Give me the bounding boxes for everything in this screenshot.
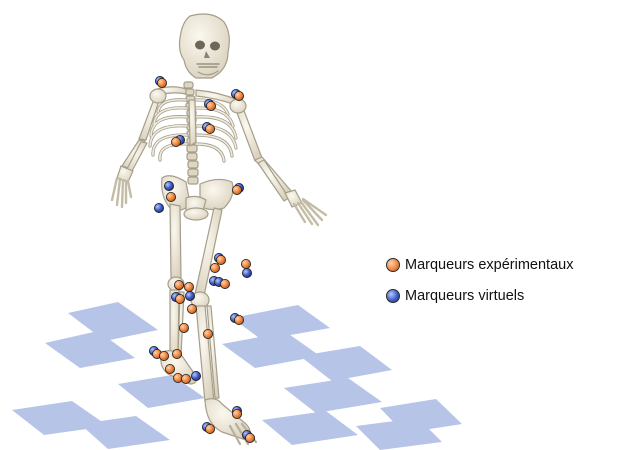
marker-pair: [165, 364, 174, 373]
floor-tile: [300, 346, 392, 381]
legend-label: Marqueurs expérimentaux: [405, 257, 573, 273]
marker-pair: [232, 406, 241, 418]
floor-tile: [284, 378, 382, 413]
marker-pair: [155, 76, 166, 87]
legend-item-virtual: Marqueurs virtuels: [386, 285, 573, 307]
marker-pair: [159, 351, 168, 360]
floor-tile: [222, 332, 320, 368]
right-arm: [236, 108, 326, 225]
floor-tile: [262, 411, 358, 445]
marker-pair: [232, 183, 243, 194]
marker-legend: Marqueurs expérimentaux Marqueurs virtue…: [386, 254, 573, 307]
marker-pair: [185, 291, 194, 300]
marker-pair: [172, 349, 181, 358]
blue-marker-icon: [386, 289, 400, 303]
marker-pair: [179, 323, 188, 332]
skeleton-model: [112, 14, 326, 444]
marker-pair: [203, 329, 212, 338]
marker-pair: [187, 304, 196, 313]
marker-pair: [202, 122, 214, 133]
marker-pair: [242, 430, 254, 442]
legend-item-experimental: Marqueurs expérimentaux: [386, 254, 573, 276]
marker-pair: [214, 253, 225, 264]
legend-label: Marqueurs virtuels: [405, 288, 524, 304]
marker-pair: [209, 276, 229, 288]
marker-pair: [210, 263, 219, 272]
orange-marker-icon: [386, 258, 400, 272]
skull: [180, 14, 230, 78]
marker-pair: [241, 259, 251, 277]
marker-pair: [154, 203, 163, 212]
marker-pair: [230, 313, 243, 324]
marker-pair: [191, 371, 200, 380]
sternum: [189, 100, 196, 146]
